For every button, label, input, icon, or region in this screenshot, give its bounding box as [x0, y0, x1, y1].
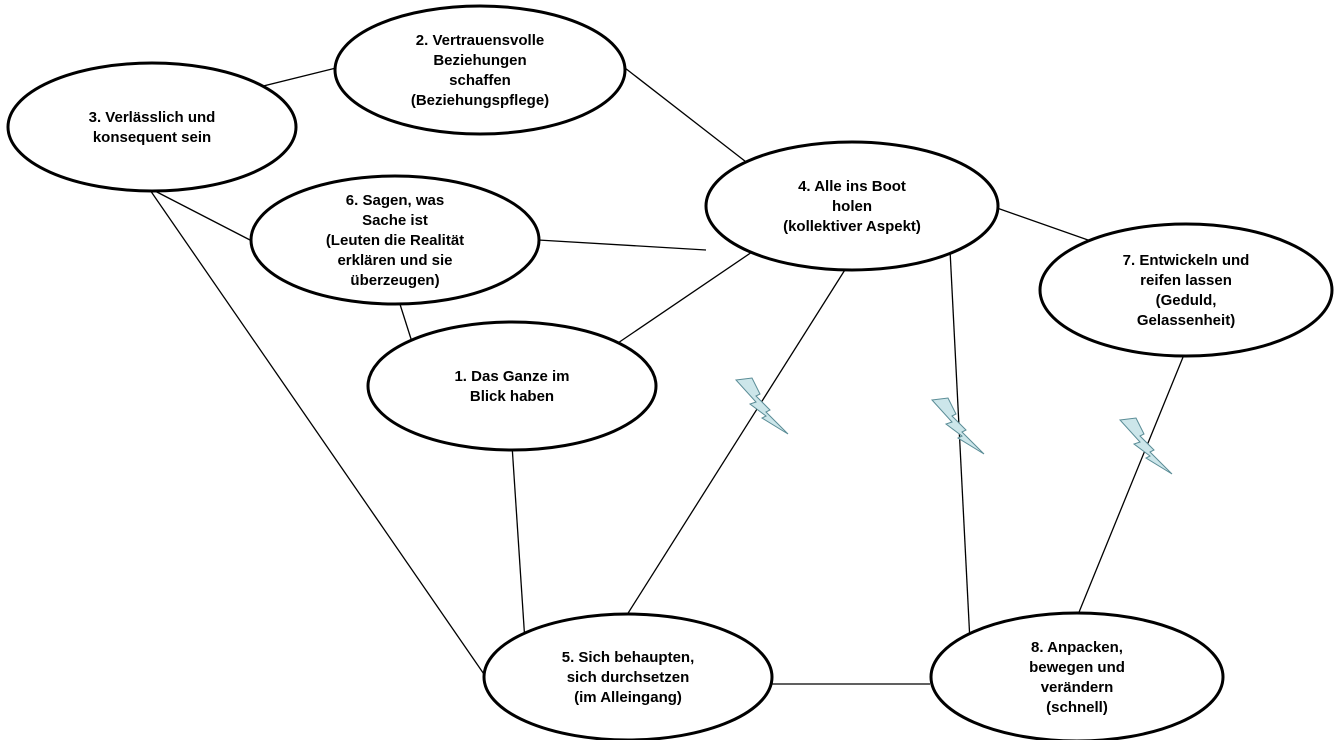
node-n5: 5. Sich behaupten, sich durchsetzen (im Al… — [482, 612, 774, 740]
node-label-line: reifen lassen — [1140, 272, 1232, 289]
node-ellipse — [704, 140, 1000, 272]
node-n8: 8. Anpacken, bewegen und verändern (schnell… — [929, 611, 1225, 740]
node-label-line: verändern — [1041, 679, 1114, 696]
node-ellipse — [6, 61, 298, 193]
edge-n1-n5 — [511, 444, 526, 643]
edge-n4-n8 — [949, 249, 971, 643]
node-label-line: 3. Verlässlich und — [89, 109, 216, 126]
node-label-line: (im Alleingang) — [574, 689, 682, 706]
node-label-line: holen — [832, 198, 872, 215]
node-n7: 7. Entwickeln und reifen lassen (Geduld, Ge… — [1038, 222, 1334, 358]
node-ellipse — [1038, 222, 1334, 358]
node-n4: 4. Alle ins Boot holen (kollektiver Aspekt… — [704, 140, 1000, 272]
node-label-line: 4. Alle ins Boot — [798, 178, 906, 195]
node-label-line: überzeugen) — [350, 272, 439, 289]
conflict-markers-layer — [734, 377, 1173, 475]
node-label-line: 7. Entwickeln und — [1123, 252, 1250, 269]
edge-n2-n4 — [624, 67, 751, 166]
node-label-line: (Geduld, — [1156, 292, 1217, 309]
node-label-line: schaffen — [449, 72, 511, 89]
node-label-line: Beziehungen — [433, 52, 526, 69]
node-n1: 1. Das Ganze im Blick haben — [366, 320, 658, 452]
node-label-line: (Leuten die Realität — [326, 232, 464, 249]
edge-n1-n4 — [614, 251, 753, 346]
node-label-line: 6. Sagen, was — [346, 192, 444, 209]
node-ellipse — [929, 611, 1225, 740]
node-label-line: Blick haben — [470, 388, 554, 405]
node-ellipse — [366, 320, 658, 452]
node-label-line: 8. Anpacken, — [1031, 639, 1123, 656]
node-label-line: konsequent sein — [93, 129, 211, 146]
edges-layer — [149, 67, 1191, 685]
edge-n3-n6 — [152, 189, 251, 241]
node-label-line: 1. Das Ganze im — [454, 368, 569, 385]
node-label-line: sich durchsetzen — [567, 669, 690, 686]
edge-n4-n7 — [996, 207, 1089, 241]
edge-n3-n5 — [149, 189, 489, 681]
edge-n5-n4 — [624, 264, 849, 619]
node-label-line: 2. Vertrauensvolle — [416, 32, 544, 49]
node-n3: 3. Verlässlich und konsequent sein — [6, 61, 298, 193]
node-label-line: 5. Sich behaupten, — [562, 649, 695, 666]
node-ellipse — [249, 174, 541, 306]
lightning-bolt-icon — [1118, 417, 1173, 475]
nodes-layer: 1. Das Ganze im Blick haben 2. Vertrauensv… — [6, 4, 1334, 740]
node-label-line: Sache ist — [362, 212, 428, 229]
node-label-line: (schnell) — [1046, 699, 1108, 716]
node-ellipse — [333, 4, 627, 136]
node-label-line: bewegen und — [1029, 659, 1125, 676]
lightning-bolt-icon — [930, 397, 985, 455]
edge-n8-n7 — [1074, 339, 1191, 623]
node-ellipse — [482, 612, 774, 740]
node-label-line: Gelassenheit) — [1137, 312, 1235, 329]
node-label-line: (kollektiver Aspekt) — [783, 218, 921, 235]
edge-n6-n4 — [537, 239, 707, 251]
lightning-bolt-icon — [734, 377, 789, 435]
node-label-line: erklären und sie — [337, 252, 452, 269]
node-label-line: (Beziehungspflege) — [411, 92, 549, 109]
